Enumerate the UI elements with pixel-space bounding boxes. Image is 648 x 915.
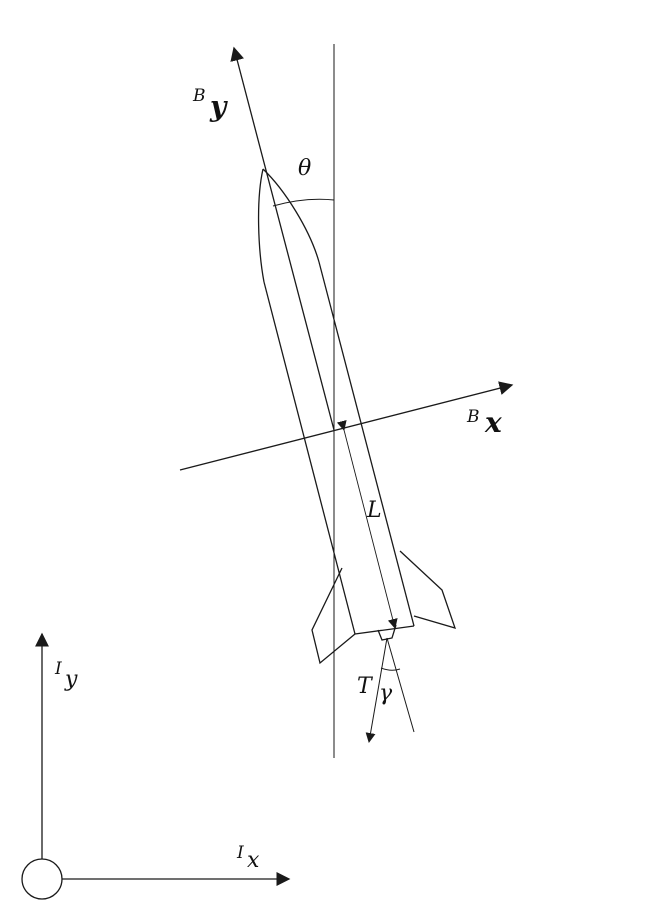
gamma-label: γ <box>379 681 393 706</box>
thrust-label: T <box>357 674 374 699</box>
inertial-y-superscript: I <box>54 659 62 679</box>
nozzle <box>377 624 397 641</box>
theta-arc <box>272 198 335 207</box>
body-x-label: x <box>484 406 502 439</box>
left-fin <box>311 567 356 665</box>
rocket-base <box>354 625 415 635</box>
length-label: L <box>366 498 382 523</box>
gimbal-reference-line <box>386 637 415 733</box>
rocket-body <box>257 168 457 665</box>
inertial-x-label: x <box>247 848 260 873</box>
thrust-vector <box>365 637 388 743</box>
rocket-side-right <box>318 261 415 627</box>
length-arrow <box>336 420 398 629</box>
body-y-axis <box>230 46 335 431</box>
inertial-origin <box>21 858 63 900</box>
right-fin <box>399 550 457 629</box>
inertial-x-superscript: I <box>236 843 244 863</box>
theta-label: θ <box>298 156 311 181</box>
rocket-nose-left <box>257 168 265 283</box>
rocket-nose-right <box>262 168 320 263</box>
body-y-label: y <box>209 90 228 123</box>
body-y-superscript: B <box>192 86 206 106</box>
inertial-y-label: y <box>64 667 78 692</box>
body-x-axis <box>179 381 514 471</box>
gamma-arc <box>380 667 401 671</box>
body-x-superscript: B <box>466 407 480 427</box>
